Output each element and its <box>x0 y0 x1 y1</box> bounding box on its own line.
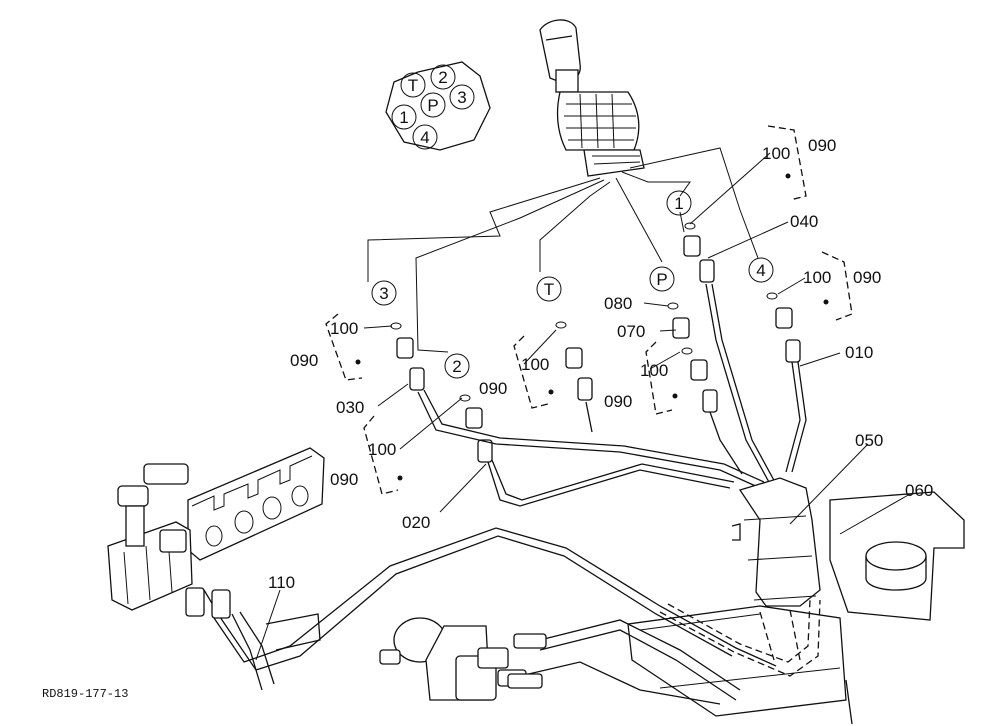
connector-pin-P: P <box>427 96 438 115</box>
callout-100-e: 100 <box>330 319 358 338</box>
bracket-groups <box>325 125 853 495</box>
callout-090-a: 090 <box>808 136 836 155</box>
callout-labels: 100 090 040 100 090 010 080 070 100 090 … <box>268 136 933 592</box>
port-labels: 3 2 T P 1 4 <box>371 190 774 379</box>
connector-pin-T: T <box>408 76 418 95</box>
port-P: P <box>656 270 667 289</box>
connector-pin-1: 1 <box>399 108 408 127</box>
callout-030: 030 <box>336 398 364 417</box>
hoses <box>417 283 807 507</box>
port-4: 4 <box>756 261 765 280</box>
callout-040: 040 <box>790 212 818 231</box>
connector-face: T 2 3 P 1 4 <box>385 61 491 151</box>
callout-060: 060 <box>905 481 933 500</box>
callout-100-b: 100 <box>803 268 831 287</box>
pilot-lines <box>367 147 759 353</box>
drawing-code: RD819-177-13 <box>42 687 128 701</box>
callout-050: 050 <box>855 431 883 450</box>
port-T: T <box>544 280 554 299</box>
fittings <box>390 222 801 463</box>
left-valve-block <box>107 447 325 691</box>
callout-020: 020 <box>402 513 430 532</box>
callout-100-d: 100 <box>521 355 549 374</box>
callout-090-f: 090 <box>330 470 358 489</box>
callout-080: 080 <box>604 294 632 313</box>
lower-hoses <box>203 527 821 705</box>
callout-070: 070 <box>617 322 645 341</box>
callout-090-b: 090 <box>853 268 881 287</box>
bottom-valve-assembly <box>379 617 547 701</box>
port-2: 2 <box>452 357 461 376</box>
callout-090-d: 090 <box>479 379 507 398</box>
callout-090-e: 090 <box>290 351 318 370</box>
callout-100-f: 100 <box>368 440 396 459</box>
connector-pin-4: 4 <box>420 128 429 147</box>
port-3: 3 <box>379 284 388 303</box>
callout-100-c: 100 <box>640 361 668 380</box>
callout-100-a: 100 <box>762 144 790 163</box>
callout-110: 110 <box>268 573 295 592</box>
callout-010: 010 <box>845 343 873 362</box>
leader-lines <box>255 152 911 661</box>
joystick-pilot-valve <box>539 19 645 177</box>
floor-plate-and-boot <box>627 477 965 725</box>
connector-pin-2: 2 <box>438 68 447 87</box>
callout-090-c: 090 <box>604 392 632 411</box>
port-1: 1 <box>674 194 683 213</box>
connector-pin-3: 3 <box>457 88 466 107</box>
